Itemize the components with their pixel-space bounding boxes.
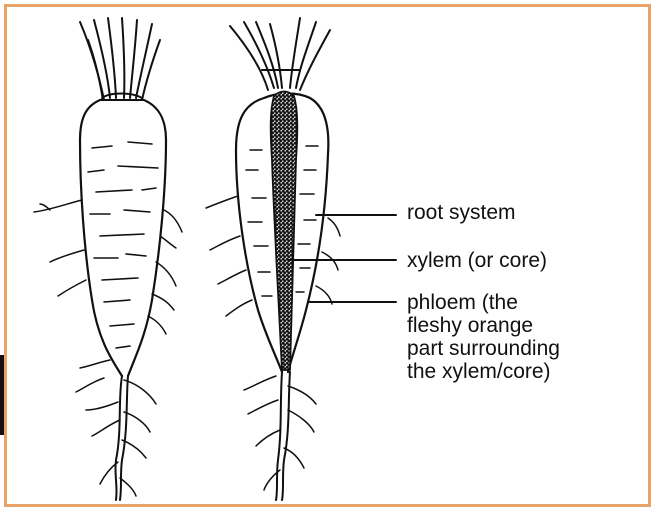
right-tap-root	[276, 372, 290, 500]
right-leaf-stalks	[230, 18, 330, 90]
label-xylem: xylem (or core)	[407, 249, 547, 272]
left-tap-root	[115, 376, 128, 500]
label-root-system: root system	[407, 201, 516, 224]
left-carrot-outline	[80, 100, 166, 376]
whole-carrot	[34, 18, 182, 500]
xylem-core	[271, 92, 298, 371]
leader-lines	[288, 215, 396, 302]
label-phloem-line: fleshy orange	[407, 314, 560, 337]
label-phloem-line: part surrounding	[407, 337, 560, 360]
label-phloem: phloem (the fleshy orange part surroundi…	[407, 291, 560, 383]
label-phloem-line: the xylem/core)	[407, 360, 560, 383]
label-phloem-line: phloem (the	[407, 291, 560, 314]
left-leaf-stalks	[80, 18, 160, 100]
